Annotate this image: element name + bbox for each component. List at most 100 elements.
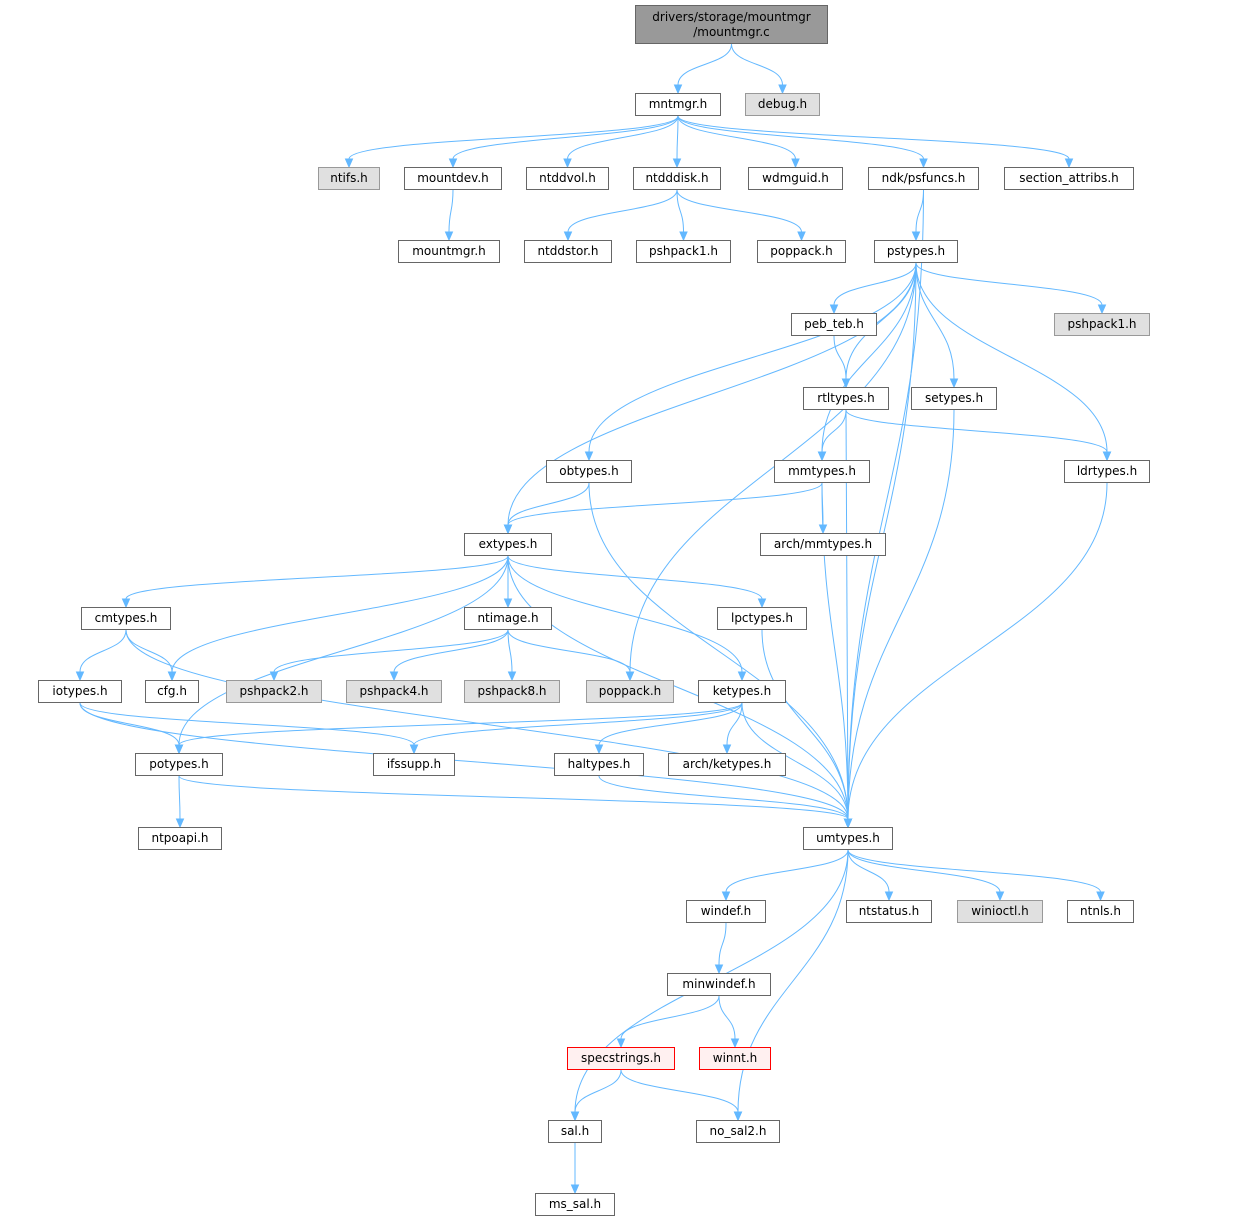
edge-potypes-to-ntpoapi <box>178 775 181 820</box>
node-windef[interactable]: windef.h <box>686 900 766 923</box>
node-obtypes[interactable]: obtypes.h <box>546 460 632 483</box>
node-pshpack4[interactable]: pshpack4.h <box>346 680 442 703</box>
node-poppacka[interactable]: poppack.h <box>757 240 846 263</box>
node-psfuncs[interactable]: ndk/psfuncs.h <box>868 167 979 190</box>
edge-umtypes-to-ntnls <box>847 849 1101 893</box>
edge-setypes-to-umtypes <box>847 409 955 820</box>
arrowhead-icon <box>672 158 682 169</box>
edge-minwindef-to-specstrings <box>620 995 720 1040</box>
arrowhead-icon <box>817 451 827 462</box>
node-lpctypes[interactable]: lpctypes.h <box>717 607 807 630</box>
arrowhead-icon <box>344 158 354 169</box>
node-cmtypes[interactable]: cmtypes.h <box>81 607 171 630</box>
edge-extypes-to-cfg <box>171 555 509 673</box>
node-winnt[interactable]: winnt.h <box>699 1047 771 1070</box>
arrowhead-icon <box>679 231 688 242</box>
node-pstypes[interactable]: pstypes.h <box>874 240 958 263</box>
node-ntpoapi[interactable]: ntpoapi.h <box>138 827 222 850</box>
edge-cmtypes-to-cfg <box>125 629 173 673</box>
node-haltypes[interactable]: haltypes.h <box>554 753 644 776</box>
arrowhead-icon <box>167 671 177 682</box>
edge-obtypes-to-umtypes <box>588 482 849 820</box>
node-archke[interactable]: arch/ketypes.h <box>668 753 786 776</box>
edge-iotypes-to-potypes <box>79 702 180 746</box>
node-mountdev[interactable]: mountdev.h <box>404 167 502 190</box>
edge-ntdddisk-to-poppacka <box>676 189 802 233</box>
edge-minwindef-to-winnt <box>718 995 736 1040</box>
edge-cmtypes-to-iotypes <box>79 629 127 673</box>
node-ketypes[interactable]: ketypes.h <box>698 680 786 703</box>
edge-iotypes-to-umtypes <box>79 702 849 820</box>
node-wdmguid[interactable]: wdmguid.h <box>748 167 843 190</box>
edge-extypes-to-cmtypes <box>125 555 509 600</box>
edge-mountdev-to-mountmgrh <box>448 189 454 233</box>
node-specstrings[interactable]: specstrings.h <box>567 1047 675 1070</box>
arrowhead-icon <box>563 158 572 169</box>
arrowhead-icon <box>75 671 85 682</box>
arrowhead-icon <box>757 598 767 609</box>
edge-lpctypes-to-umtypes <box>761 629 849 820</box>
node-section[interactable]: section_attribs.h <box>1004 167 1134 190</box>
edge-extypes-to-umtypes <box>507 555 849 820</box>
edge-mntmgr-to-wdmguid <box>677 115 796 160</box>
arrowhead-icon <box>389 671 399 682</box>
edge-pstypes-to-ldrtypes <box>915 262 1108 453</box>
node-minwindef[interactable]: minwindef.h <box>667 973 771 996</box>
node-setypes[interactable]: setypes.h <box>911 387 997 410</box>
arrowhead-icon <box>507 671 517 682</box>
node-debug[interactable]: debug.h <box>745 93 820 116</box>
node-potypes[interactable]: potypes.h <box>135 753 223 776</box>
arrowhead-icon <box>448 158 458 169</box>
node-cfg[interactable]: cfg.h <box>145 680 199 703</box>
node-ifssupp[interactable]: ifssupp.h <box>373 753 455 776</box>
node-ntimage[interactable]: ntimage.h <box>464 607 552 630</box>
edge-ntimage-to-pshpack2 <box>273 629 509 673</box>
node-ntdddisk[interactable]: ntdddisk.h <box>633 167 721 190</box>
node-rtltypes[interactable]: rtltypes.h <box>803 387 889 410</box>
node-pshpack1a[interactable]: pshpack1.h <box>636 240 731 263</box>
node-iotypes[interactable]: iotypes.h <box>38 680 122 703</box>
arrowhead-icon <box>673 84 683 95</box>
edge-ntimage-to-pshpack4 <box>393 629 509 673</box>
node-ntddstor[interactable]: ntddstor.h <box>524 240 612 263</box>
node-nosal2[interactable]: no_sal2.h <box>696 1120 780 1143</box>
arrowhead-icon <box>949 378 959 389</box>
edge-obtypes-to-extypes <box>507 482 590 526</box>
arrowhead-icon <box>269 671 279 682</box>
edge-umtypes-to-ntstatus <box>847 849 890 893</box>
node-archmm[interactable]: arch/mmtypes.h <box>760 533 886 556</box>
node-ntifs[interactable]: ntifs.h <box>318 167 380 190</box>
node-sal[interactable]: sal.h <box>548 1120 602 1143</box>
arrowhead-icon <box>175 818 185 829</box>
node-mntmgr[interactable]: mntmgr.h <box>635 93 721 116</box>
node-ntnls[interactable]: ntnls.h <box>1067 900 1134 923</box>
node-umtypes[interactable]: umtypes.h <box>803 827 893 850</box>
edge-pstypes-to-pshpack1b <box>915 262 1103 306</box>
node-mssal[interactable]: ms_sal.h <box>535 1193 615 1216</box>
node-mountmgrh[interactable]: mountmgr.h <box>398 240 500 263</box>
arrowhead-icon <box>570 1111 580 1122</box>
node-winioctl[interactable]: winioctl.h <box>957 900 1043 923</box>
edge-ketypes-to-ifssupp <box>413 702 743 746</box>
edge-mntmgr-to-section <box>677 115 1070 160</box>
edge-mntmgr-to-ntdddisk <box>676 115 679 160</box>
edge-ketypes-to-potypes <box>178 702 743 746</box>
node-pshpack1b[interactable]: pshpack1.h <box>1054 313 1150 336</box>
node-ldrtypes[interactable]: ldrtypes.h <box>1064 460 1150 483</box>
edge-mntmgr-to-ntddvol <box>567 115 679 160</box>
node-ntstatus[interactable]: ntstatus.h <box>846 900 932 923</box>
edge-extypes-to-lpctypes <box>507 555 763 600</box>
edge-iotypes-to-ifssupp <box>79 702 415 746</box>
node-pshpack8[interactable]: pshpack8.h <box>464 680 560 703</box>
node-pebteb[interactable]: peb_teb.h <box>791 313 877 336</box>
node-extypes[interactable]: extypes.h <box>464 533 552 556</box>
node-ntddvol[interactable]: ntddvol.h <box>526 167 609 190</box>
node-root[interactable]: drivers/storage/mountmgr /mountmgr.c <box>635 5 828 44</box>
edge-haltypes-to-umtypes <box>598 775 849 820</box>
arrowhead-icon <box>714 964 724 975</box>
node-poppackb[interactable]: poppack.h <box>586 680 674 703</box>
node-mmtypes[interactable]: mmtypes.h <box>774 460 870 483</box>
node-pshpack2[interactable]: pshpack2.h <box>226 680 322 703</box>
